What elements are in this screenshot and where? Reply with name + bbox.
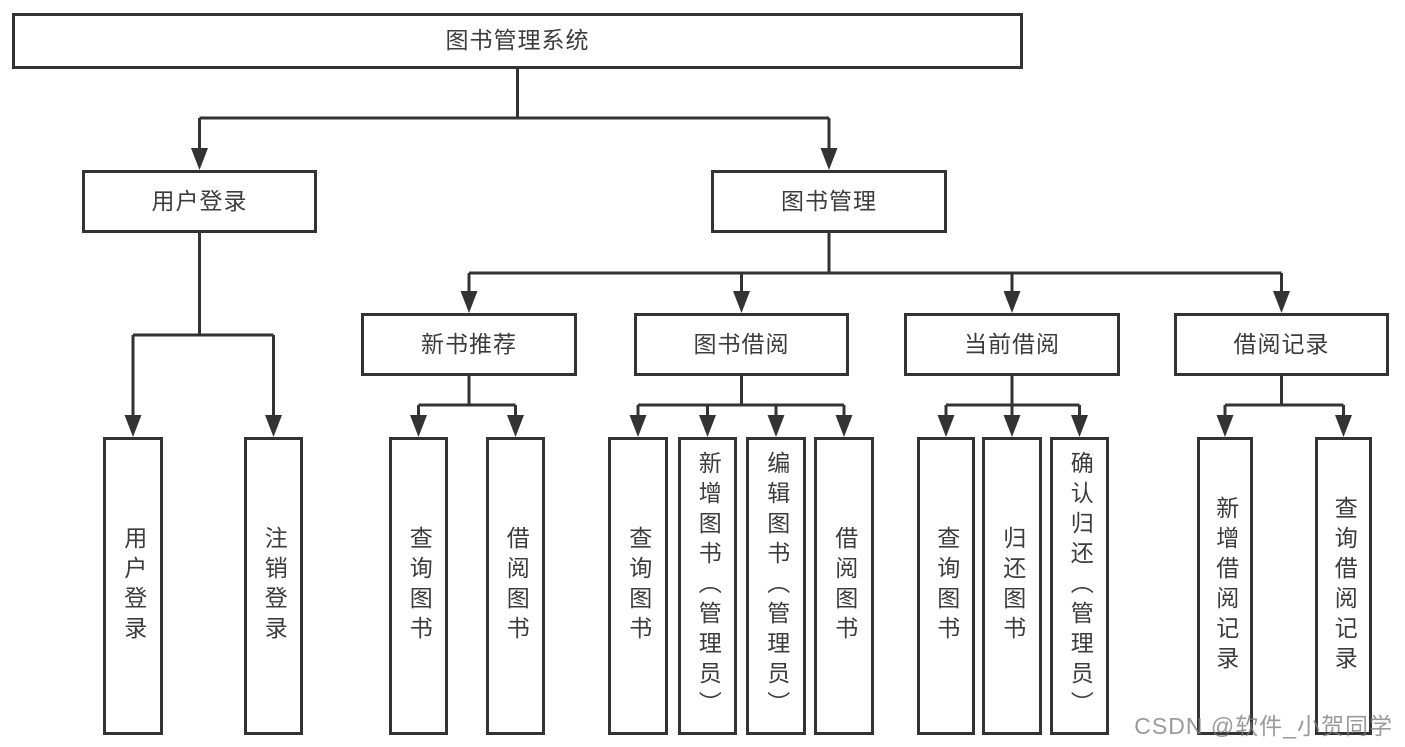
node-user-login: 用户登录: [82, 170, 317, 233]
arrowhead: [937, 415, 955, 437]
connector-root-to-level2: [198, 69, 831, 152]
node-book-borrow: 图书借阅: [634, 313, 849, 376]
leaf-edit-books-admin: 编辑图书（管理员）: [746, 437, 806, 735]
node-borrow-records: 借阅记录: [1174, 313, 1389, 376]
leaf-add-books-admin: 新增图书（管理员）: [678, 437, 737, 735]
arrowhead: [1071, 415, 1088, 437]
arrowhead: [460, 291, 478, 313]
leaf-add-borrow-record: 新增借阅记录: [1197, 437, 1253, 735]
leaf-logout: 注销登录: [244, 437, 303, 735]
arrowhead: [191, 148, 208, 170]
leaf-query-books-borrow: 查询图书: [608, 437, 668, 735]
arrowhead: [1273, 291, 1290, 313]
arrowhead: [699, 415, 716, 437]
connector-newbook-to-leaves: [417, 376, 517, 418]
connector-userlogin-to-leaves: [131, 233, 275, 418]
arrowhead: [265, 415, 282, 437]
connector-records-to-leaves: [1223, 376, 1345, 418]
arrowhead: [1335, 415, 1352, 437]
arrowhead: [410, 415, 427, 437]
node-new-book-recommend: 新书推荐: [361, 313, 577, 376]
leaf-query-borrow-record: 查询借阅记录: [1315, 437, 1372, 735]
csdn-watermark: CSDN @软件_小贺同学: [1134, 713, 1393, 739]
connector-bookmgmt-to-level3: [467, 233, 1283, 294]
arrowhead: [1003, 291, 1021, 313]
arrowhead: [835, 415, 853, 437]
node-current-borrow: 当前借阅: [904, 313, 1120, 376]
arrowhead: [820, 148, 838, 170]
arrowhead: [767, 415, 785, 437]
leaf-query-books-current: 查询图书: [917, 437, 975, 735]
leaf-return-books: 归还图书: [982, 437, 1042, 735]
leaf-user-login: 用户登录: [103, 437, 163, 735]
leaf-query-books-newbook: 查询图书: [389, 437, 448, 735]
leaf-borrow-books: 借阅图书: [814, 437, 874, 735]
node-root-system: 图书管理系统: [12, 13, 1023, 69]
node-book-management: 图书管理: [711, 170, 947, 233]
arrowhead: [507, 415, 524, 437]
arrowhead: [1003, 415, 1021, 437]
leaf-confirm-return-admin: 确认归还（管理员）: [1050, 437, 1109, 735]
arrowhead: [124, 415, 142, 437]
arrowhead: [1216, 415, 1234, 437]
arrowhead: [629, 415, 647, 437]
arrowhead: [733, 291, 750, 313]
leaf-borrow-books-newbook: 借阅图书: [486, 437, 545, 735]
connector-bookborrow-to-leaves: [636, 376, 846, 418]
connector-currentborrow-to-leaves: [944, 376, 1081, 418]
